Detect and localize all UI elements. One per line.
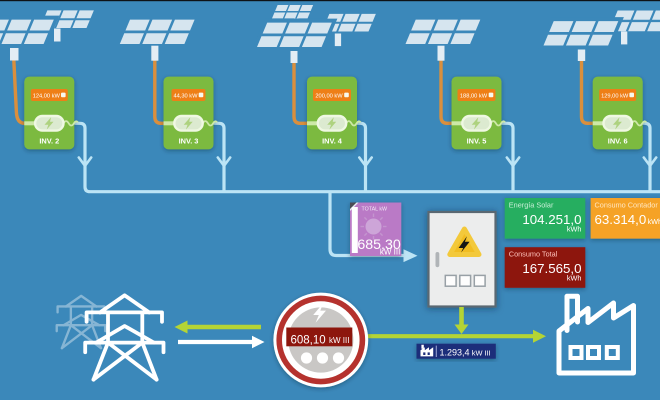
svg-text:124,00 kW: 124,00 kW: [33, 93, 61, 99]
svg-text:kW III: kW III: [472, 348, 491, 357]
svg-text:INV. 2: INV. 2: [39, 136, 59, 145]
svg-text:167.565,0: 167.565,0: [522, 261, 581, 276]
svg-text:kWh: kWh: [567, 274, 582, 283]
svg-text:608,10: 608,10: [291, 334, 326, 346]
svg-text:188,00 kW: 188,00 kW: [460, 93, 488, 99]
svg-text:kW III: kW III: [329, 336, 349, 345]
svg-text:INV. 4: INV. 4: [322, 136, 343, 145]
svg-text:685,30: 685,30: [357, 237, 401, 253]
svg-text:Energía Solar: Energía Solar: [509, 200, 554, 209]
svg-text:INV. 5: INV. 5: [467, 136, 487, 145]
svg-text:kWh: kWh: [567, 224, 582, 233]
svg-text:44,30 kW: 44,30 kW: [173, 93, 198, 99]
svg-text:104.251,0: 104.251,0: [522, 212, 581, 227]
svg-text:kWh: kWh: [648, 217, 660, 226]
svg-text:200,00 kW: 200,00 kW: [315, 93, 343, 99]
svg-text:63.314,0: 63.314,0: [595, 212, 647, 227]
svg-text:Consumo Total: Consumo Total: [509, 250, 558, 259]
svg-text:Consumo Contador: Consumo Contador: [595, 200, 659, 209]
svg-text:1.293,4: 1.293,4: [440, 348, 470, 358]
svg-text:INV. 6: INV. 6: [608, 136, 628, 145]
svg-text:kW III: kW III: [380, 248, 400, 257]
svg-text:TOTAL kW: TOTAL kW: [362, 206, 388, 212]
svg-text:INV. 3: INV. 3: [179, 136, 199, 145]
svg-text:129,00 kW: 129,00 kW: [601, 93, 629, 99]
